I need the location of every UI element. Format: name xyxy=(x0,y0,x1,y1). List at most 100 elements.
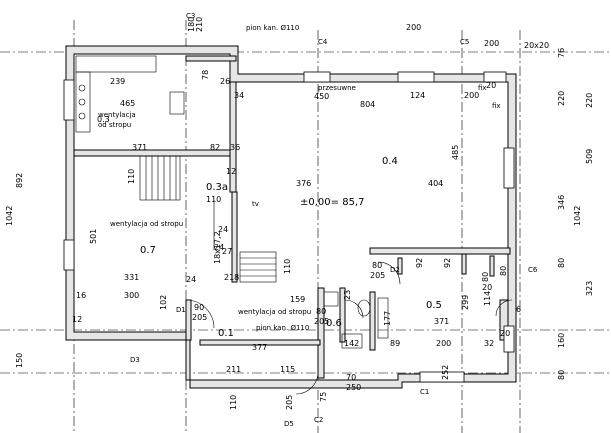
dim-label: 205 xyxy=(314,317,329,326)
dim-label: 115 xyxy=(280,365,295,374)
dim-label: 205 xyxy=(370,271,385,280)
dim-label: 20 xyxy=(486,81,496,90)
dim-label: 110 xyxy=(127,169,136,184)
axis-marker: D1 xyxy=(176,306,186,314)
axis-marker: C2 xyxy=(314,416,323,424)
dim-label: 20 xyxy=(500,329,510,338)
axis-marker: D2 xyxy=(390,266,400,274)
room-number: 0.7 xyxy=(140,245,156,256)
dim-label: 80 xyxy=(557,370,566,380)
dim-label: 114 xyxy=(483,291,492,306)
dim-label: 124 xyxy=(410,91,425,100)
note-vent: wentylacja od stropu xyxy=(110,220,183,228)
note-tv: tv xyxy=(252,200,259,208)
kitchen-counter xyxy=(75,55,185,133)
dim-label: 220 xyxy=(557,91,566,106)
dim-label: 80 xyxy=(372,261,382,270)
dim-label: 76 xyxy=(557,48,566,58)
dim-label: 89 xyxy=(390,339,400,348)
dim-label: 80 xyxy=(557,258,566,268)
dim-label: 804 xyxy=(360,100,375,109)
dim-label: 92 xyxy=(443,258,452,268)
dim-label: 371 xyxy=(132,143,147,152)
dim-label: 252 xyxy=(441,365,450,380)
dim-label: 24 xyxy=(214,243,224,252)
dim-label: 24 xyxy=(186,275,196,284)
room-number: 0.3a xyxy=(206,182,228,193)
dim-label: 12 xyxy=(72,315,82,324)
overall-dim-label: 323 xyxy=(585,281,594,296)
dim-label: 36 xyxy=(230,143,240,152)
dim-label: 12 xyxy=(226,167,236,176)
dim-label: 20 xyxy=(482,283,492,292)
dim-label: 501 xyxy=(89,229,98,244)
dim-label: 404 xyxy=(428,179,443,188)
dim-label: 23 xyxy=(343,290,352,300)
dim-label: 205 xyxy=(192,313,207,322)
note-pion: pion kan. Ø110 xyxy=(246,24,299,32)
stair-note: 18x17,2 xyxy=(213,231,222,264)
dim-label: 16 xyxy=(76,291,86,300)
overall-dim-label: 346 xyxy=(557,195,566,210)
dim-label: 102 xyxy=(159,295,168,310)
dim-label: 160 xyxy=(557,333,566,348)
axis-marker: C4 xyxy=(318,38,328,46)
dim-label: 300 xyxy=(124,291,139,300)
stair-note: 27 xyxy=(222,247,232,256)
note-pion: pion kan. Ø110 xyxy=(256,324,309,332)
note-vent: od stropu xyxy=(98,121,131,129)
dim-label: 250 xyxy=(346,383,361,392)
dim-label: 450 xyxy=(314,92,329,101)
dim-label: 299 xyxy=(461,295,470,310)
staircase xyxy=(139,155,277,283)
dim-label: 82 xyxy=(210,143,220,152)
dim-label: 239 xyxy=(110,77,125,86)
dim-label: 110 xyxy=(229,395,238,410)
overall-dim-label: 892 xyxy=(15,173,24,188)
dim-label: 377 xyxy=(252,343,267,352)
room-number: 0.5 xyxy=(426,300,442,311)
dim-label: 20x20 xyxy=(524,41,549,50)
dim-label: 200 xyxy=(484,39,499,48)
dim-label: 465 xyxy=(120,99,135,108)
dim-label: 0.3 xyxy=(97,115,110,124)
note-sliding: przesuwne xyxy=(318,84,356,92)
axis-marker: C1 xyxy=(420,388,429,396)
overall-dim-label: 509 xyxy=(585,149,594,164)
dim-label: 6 xyxy=(516,305,521,314)
note-vent: wentylacja xyxy=(98,111,136,119)
axis-marker: C6 xyxy=(528,266,538,274)
dim-label: 205 xyxy=(285,395,294,410)
dim-label: 92 xyxy=(415,258,424,268)
outer-walls xyxy=(65,45,517,389)
dim-label: 75 xyxy=(319,392,328,402)
dim-label: 371 xyxy=(434,317,449,326)
inner-walls xyxy=(73,55,511,379)
dim-label: 142 xyxy=(344,339,359,348)
dim-label: 80 xyxy=(499,266,508,276)
windows xyxy=(63,71,515,383)
axis-marker: C3 xyxy=(186,12,195,20)
note-fix: fix xyxy=(492,102,501,110)
axis-marker: D3 xyxy=(130,356,140,364)
dim-label: 90 xyxy=(194,303,204,312)
dim-label: 32 xyxy=(484,339,494,348)
level-mark: ±0,00= 85,7 xyxy=(300,197,364,208)
dim-label: 331 xyxy=(124,273,139,282)
dim-label: 26 xyxy=(220,77,230,86)
dim-label: 200 xyxy=(406,23,421,32)
overall-dim-label: 1042 xyxy=(5,206,14,226)
dim-label: 34 xyxy=(234,91,244,100)
dim-label: 485 xyxy=(451,145,460,160)
dim-label: 211 xyxy=(226,365,241,374)
dim-label: 177 xyxy=(383,311,392,326)
room-number: 0.4 xyxy=(382,156,398,167)
room-number: 0.1 xyxy=(218,328,234,339)
bathroom-fixtures xyxy=(323,291,389,349)
dim-label: 70 xyxy=(346,373,356,382)
dim-label: 80 xyxy=(316,307,326,316)
note-fix: fix xyxy=(478,84,487,92)
dim-label: 24 xyxy=(218,225,228,234)
dim-label: 159 xyxy=(290,295,305,304)
